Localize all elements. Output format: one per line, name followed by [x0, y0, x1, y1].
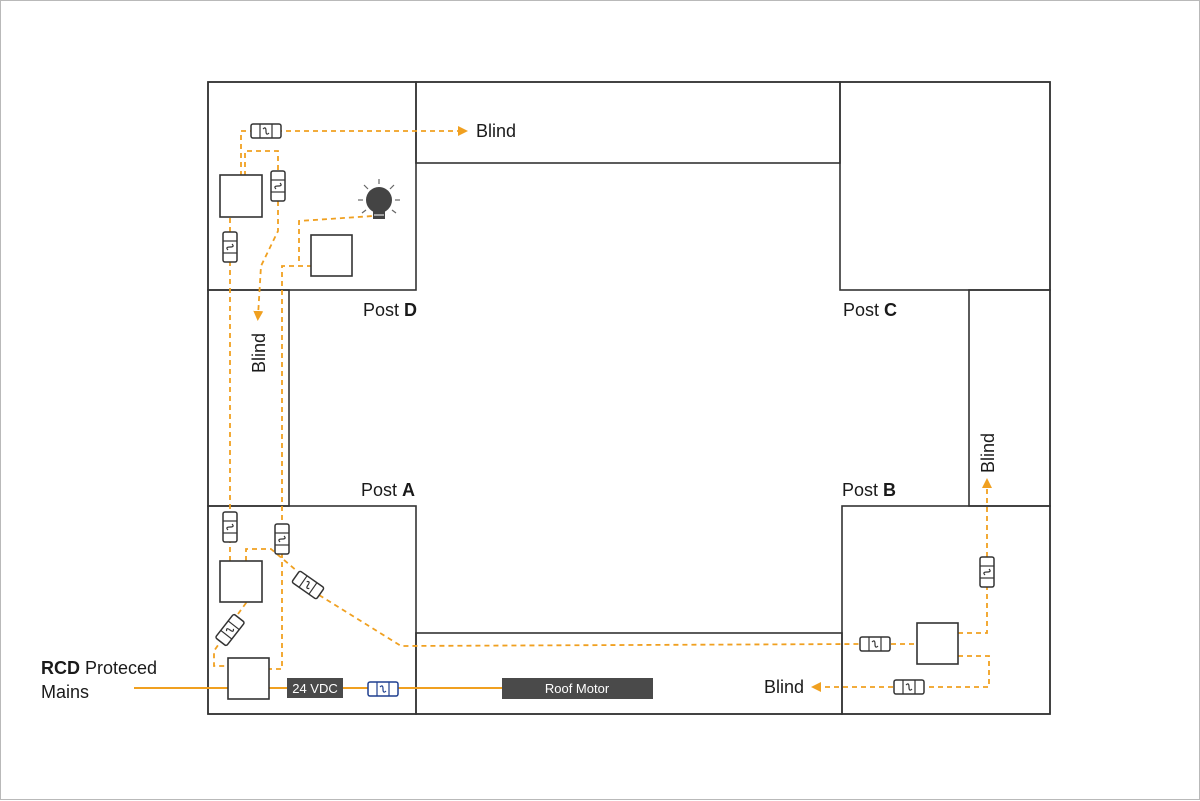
mains-label-line2: Mains	[41, 682, 89, 702]
wire-a-fuse-diag	[237, 561, 247, 615]
post-a-label: Post A	[361, 480, 415, 500]
blind-label-left: Blind	[249, 333, 269, 373]
light-bulb-icon	[358, 179, 400, 219]
fuse-icon	[274, 523, 290, 555]
post-d-label: Post D	[363, 300, 417, 320]
wiring	[213, 126, 992, 692]
fuse-icon	[893, 679, 925, 695]
post-c-label: Post C	[843, 300, 897, 320]
blind-label-top: Blind	[476, 121, 516, 141]
corner-block-d	[207, 81, 417, 291]
fuse-icon	[367, 681, 399, 697]
fuse-icon	[979, 556, 995, 588]
outer-frame	[207, 81, 1051, 715]
wire-to-blind-top	[240, 126, 468, 176]
wire-to-light	[298, 215, 374, 261]
fuse-icon	[222, 511, 238, 543]
psu-label: 24 VDC	[292, 681, 338, 696]
fuse-icon	[222, 231, 238, 263]
corner-block-a	[207, 505, 417, 715]
fuse-icon	[250, 123, 282, 139]
control-box-b	[916, 622, 959, 665]
pergola-structure	[207, 81, 1051, 715]
roof-motor-box: Roof Motor	[502, 678, 653, 699]
wire-d-box-to-fuse	[244, 150, 279, 176]
fuse-icon	[214, 613, 246, 647]
wire-b-loop	[925, 655, 990, 688]
wire-a-diagonal	[318, 594, 860, 647]
wire-a-box-down	[213, 637, 229, 667]
control-box-a2	[227, 657, 270, 700]
wire-d-junction-down	[281, 265, 312, 526]
control-box-d1	[219, 174, 263, 218]
psu-box: 24 VDC	[287, 678, 343, 698]
control-box-a1	[219, 560, 263, 603]
wire-a-right-vertical	[269, 553, 283, 670]
wire-to-blind-right	[958, 586, 988, 634]
corner-block-c	[839, 81, 1051, 291]
corner-block-b	[841, 505, 1051, 715]
left-beam	[207, 289, 290, 507]
wire-a-to-post-b	[245, 548, 298, 572]
fuse-icon	[859, 636, 891, 652]
blind-label-right: Blind	[978, 433, 998, 473]
wire-to-blind-left	[253, 201, 279, 321]
fuse-icon	[290, 569, 326, 601]
fuse-icon	[270, 170, 286, 202]
roof-motor-label: Roof Motor	[545, 681, 610, 696]
control-box-d2	[310, 234, 353, 277]
mains-label-line1: RCD Proteced	[41, 658, 157, 678]
post-b-label: Post B	[842, 480, 896, 500]
blind-label-bottom: Blind	[764, 677, 804, 697]
